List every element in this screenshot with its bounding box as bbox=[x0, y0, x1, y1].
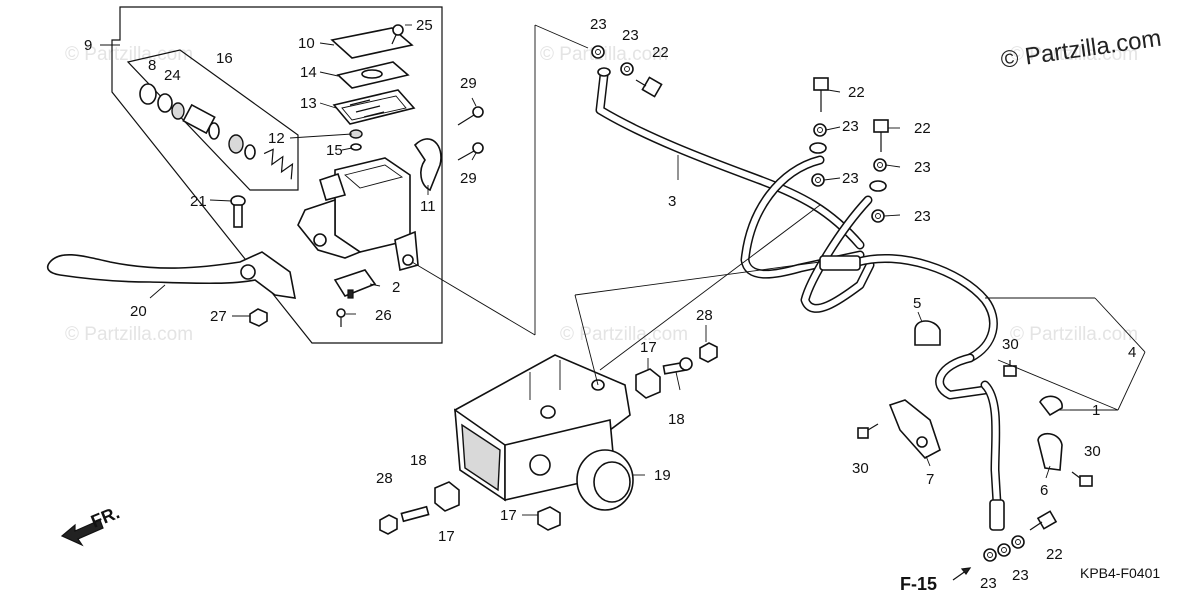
callout-1: 1 bbox=[1092, 402, 1100, 419]
callout-23: 23 bbox=[1012, 567, 1029, 584]
callout-2: 2 bbox=[392, 279, 400, 296]
callout-ticks bbox=[149, 24, 1070, 516]
callout-23: 23 bbox=[980, 575, 997, 592]
faint-watermarks: © Partzilla.com © Partzilla.com © Partzi… bbox=[65, 44, 1138, 345]
callout-15: 15 bbox=[326, 142, 343, 159]
callout-18: 18 bbox=[668, 411, 685, 428]
pivot-bolt bbox=[230, 195, 246, 228]
screws-29 bbox=[457, 106, 484, 161]
watermark-faint: © Partzilla.com bbox=[1010, 44, 1138, 65]
callout-23: 23 bbox=[914, 208, 931, 225]
diagram-code: KPB4-F0401 bbox=[1080, 565, 1160, 581]
brake-switch bbox=[333, 269, 377, 297]
ref-page-label: F-15 bbox=[900, 574, 937, 594]
callout-3: 3 bbox=[668, 193, 676, 210]
callout-30: 30 bbox=[1002, 336, 1019, 353]
callout-23: 23 bbox=[842, 118, 859, 135]
callout-23: 23 bbox=[590, 16, 607, 33]
leader-lines bbox=[411, 24, 1146, 411]
abs-modulator bbox=[454, 354, 634, 511]
callout-18: 18 bbox=[410, 452, 427, 469]
watermark-faint: © Partzilla.com bbox=[560, 324, 688, 345]
master-cylinder-body bbox=[297, 138, 442, 272]
brake-hose-4 bbox=[935, 353, 1005, 531]
watermark-faint: © Partzilla.com bbox=[65, 324, 193, 345]
callout-4: 4 bbox=[1128, 344, 1136, 361]
callout-7: 7 bbox=[926, 471, 934, 488]
callout-17: 17 bbox=[438, 528, 455, 545]
callout-23: 23 bbox=[914, 159, 931, 176]
assembly-outline bbox=[111, 6, 443, 344]
piston-kit-outline bbox=[126, 49, 299, 191]
brake-hose-3 bbox=[595, 70, 998, 363]
hose-fittings bbox=[597, 67, 887, 192]
callout-16: 16 bbox=[216, 50, 233, 67]
callout-21: 21 bbox=[190, 193, 207, 210]
hose-clamps bbox=[888, 320, 1063, 471]
lever-pivot bbox=[240, 264, 256, 280]
callout-22: 22 bbox=[848, 84, 865, 101]
ref-page-indicator: F-15 bbox=[900, 567, 972, 594]
callout-23: 23 bbox=[622, 27, 639, 44]
watermark-faint: © Partzilla.com bbox=[1010, 324, 1138, 345]
callout-12: 12 bbox=[268, 130, 285, 147]
banjo-bolts bbox=[635, 76, 1058, 531]
callout-30: 30 bbox=[1084, 443, 1101, 460]
callout-30: 30 bbox=[852, 460, 869, 477]
callout-8: 8 bbox=[148, 57, 156, 74]
callout-22: 22 bbox=[1046, 546, 1063, 563]
callout-14: 14 bbox=[300, 64, 317, 81]
front-direction-arrow: FR. bbox=[60, 502, 122, 547]
callout-27: 27 bbox=[210, 308, 227, 325]
callout-22: 22 bbox=[914, 120, 931, 137]
nut-27 bbox=[249, 308, 268, 327]
screw-26 bbox=[336, 308, 346, 327]
callout-28: 28 bbox=[696, 307, 713, 324]
callout-20: 20 bbox=[130, 303, 147, 320]
callout-17: 17 bbox=[640, 339, 657, 356]
callout-23: 23 bbox=[842, 170, 859, 187]
callout-26: 26 bbox=[375, 307, 392, 324]
fittings-17-18-28 bbox=[379, 342, 718, 535]
callout-labels: 1 2 3 4 5 6 7 8 9 10 11 12 13 14 15 16 1… bbox=[84, 16, 1136, 592]
direction-label: FR. bbox=[88, 502, 122, 531]
callout-19: 19 bbox=[654, 467, 671, 484]
callout-10: 10 bbox=[298, 35, 315, 52]
callout-13: 13 bbox=[300, 95, 317, 112]
callout-25: 25 bbox=[416, 17, 433, 34]
switch-pin bbox=[347, 289, 354, 299]
callout-29: 29 bbox=[460, 170, 477, 187]
piston-kit bbox=[139, 83, 294, 180]
watermark-main: © Partzilla.com bbox=[999, 25, 1163, 74]
callout-29: 29 bbox=[460, 75, 477, 92]
sealing-washers bbox=[591, 45, 1025, 562]
watermark-faint: © Partzilla.com bbox=[65, 44, 193, 65]
callout-5: 5 bbox=[913, 295, 921, 312]
callout-22: 22 bbox=[652, 44, 669, 61]
reservoir-cap-parts bbox=[330, 24, 416, 151]
callout-11: 11 bbox=[420, 198, 436, 215]
callout-9: 9 bbox=[84, 37, 92, 54]
brake-lever bbox=[46, 251, 296, 299]
callout-28: 28 bbox=[376, 470, 393, 487]
callout-24: 24 bbox=[164, 67, 181, 84]
callout-6: 6 bbox=[1040, 482, 1048, 499]
callout-17: 17 bbox=[500, 507, 517, 524]
